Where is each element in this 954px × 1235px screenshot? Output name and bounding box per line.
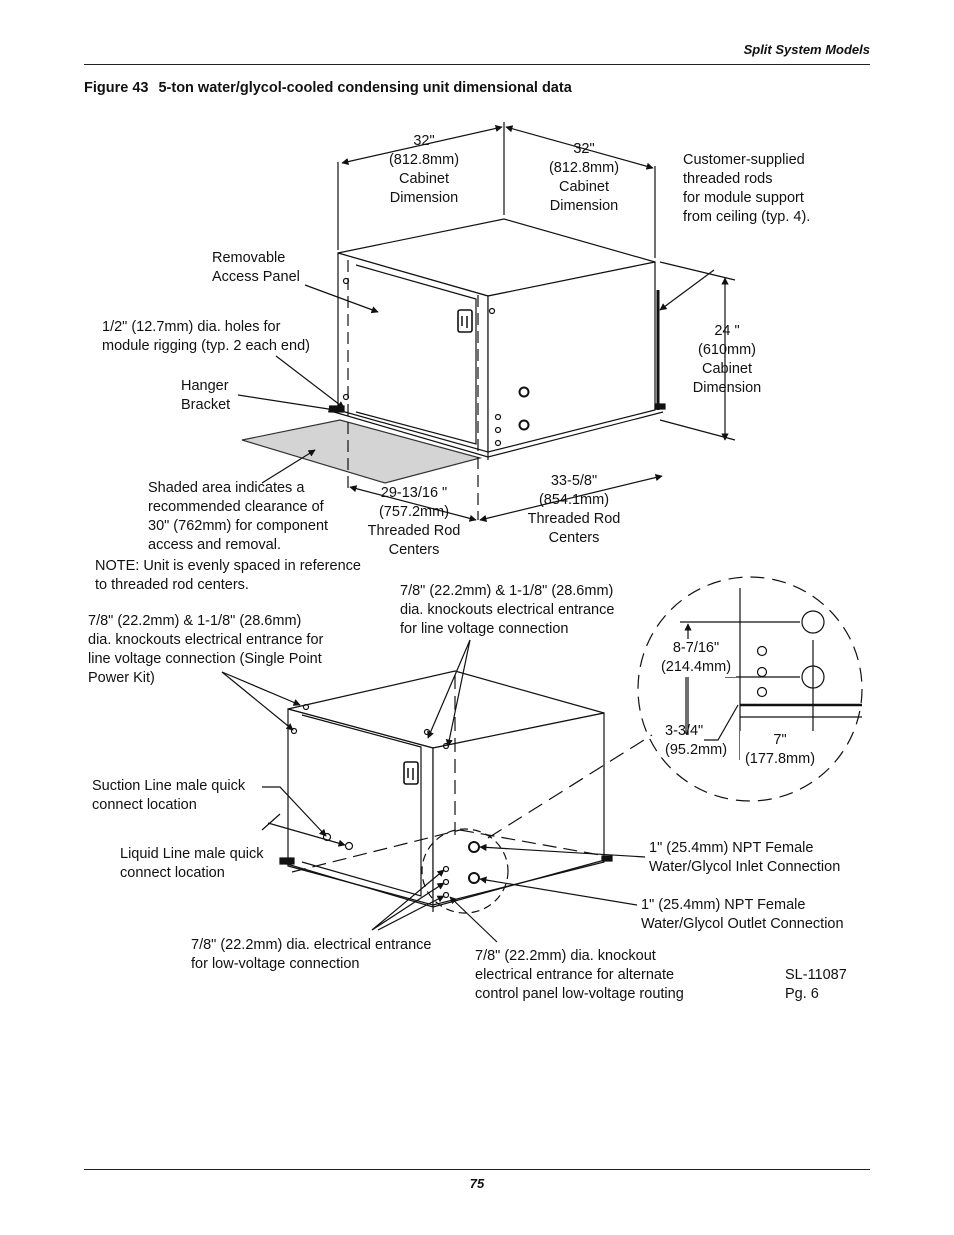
running-header: Split System Models <box>743 42 870 57</box>
label-inlet: 1" (25.4mm) NPT Female Water/Glycol Inle… <box>649 840 841 875</box>
note: NOTE: Unit is evenly spaced in reference… <box>95 558 361 593</box>
top-unit-side-face <box>487 261 656 453</box>
label-suction-line: Suction Line male quick connect location <box>92 778 246 813</box>
label-detail-vertical: 8-7/16" (214.4mm) <box>656 639 736 677</box>
label-detail-bottom: 3-3/4" (95.2mm) <box>665 723 728 758</box>
label-alt-knockout: 7/8" (22.2mm) dia. knockout electrical e… <box>475 948 684 1002</box>
label-hanger-bracket: Hanger Bracket <box>181 378 231 413</box>
bottom-unit-side-face <box>432 712 605 906</box>
label-knockouts-line-voltage: 7/8" (22.2mm) & 1-1/8" (28.6mm) dia. kno… <box>400 583 615 637</box>
bottom-unit-handle <box>403 761 419 785</box>
label-rigging-holes: 1/2" (12.7mm) dia. holes for module rigg… <box>102 319 310 354</box>
clearance-area <box>241 419 483 484</box>
footer-rule <box>84 1169 870 1170</box>
label-low-voltage-entrance: 7/8" (22.2mm) dia. electrical entrance f… <box>191 937 432 972</box>
label-height: 24 " (610mm) Cabinet Dimension <box>692 323 762 396</box>
figure-title: 5-ton water/glycol-cooled condensing uni… <box>158 80 572 96</box>
label-detail-horizontal: 7" (177.8mm) <box>740 731 820 769</box>
label-width-left: 32" (812.8mm) Cabinet Dimension <box>388 133 460 206</box>
drawing-reference: SL-11087 Pg. 6 <box>785 967 847 1002</box>
label-liquid-line: Liquid Line male quick connect location <box>120 846 264 881</box>
page-number: 75 <box>469 1176 485 1191</box>
label-removable-panel: Removable Access Panel <box>212 250 300 285</box>
label-width-right: 32" (812.8mm) Cabinet Dimension <box>548 141 620 214</box>
label-shaded-area: Shaded area indicates a recommended clea… <box>148 480 329 553</box>
access-panel-handle <box>457 309 473 333</box>
label-rod-centers-right: 33-5/8" (854.1mm) Threaded Rod Centers <box>527 473 621 546</box>
label-knockouts-single-point: 7/8" (22.2mm) & 1-1/8" (28.6mm) dia. kno… <box>88 613 324 686</box>
header-rule <box>84 64 870 65</box>
label-outlet: 1" (25.4mm) NPT Female Water/Glycol Outl… <box>641 897 844 932</box>
figure-caption: Figure 43 5-ton water/glycol-cooled conde… <box>84 80 582 96</box>
figure-number: Figure 43 <box>84 80 149 96</box>
label-rod-centers-left: 29-13/16 " (757.2mm) Threaded Rod Center… <box>367 485 461 558</box>
label-threaded-rods: Customer-supplied threaded rods for modu… <box>683 152 811 225</box>
